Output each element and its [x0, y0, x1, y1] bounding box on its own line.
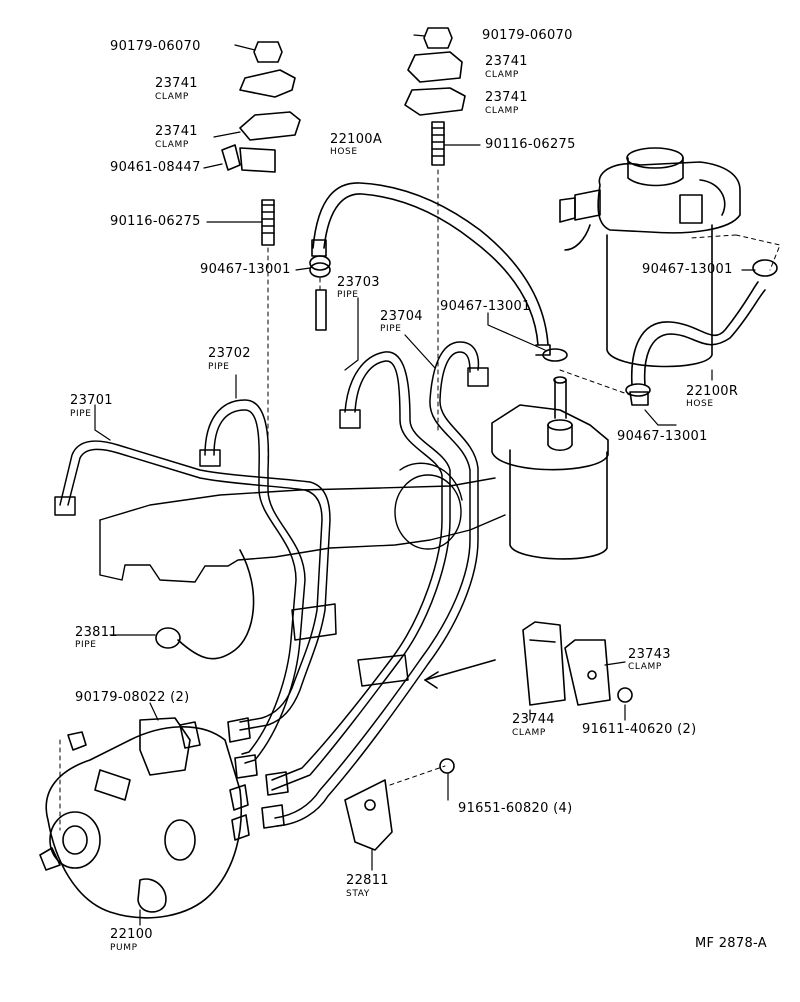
callout-clip-right-upper: 90467-13001: [642, 262, 733, 277]
callout-nut-pump: 90179-08022 (2): [75, 690, 190, 705]
callout-clamp-right-lower: 23741: [485, 90, 528, 105]
injection-pump: [39, 717, 250, 919]
diagram-code: MF 2878-A: [695, 936, 767, 951]
fuel-sedimenter: [491, 376, 609, 560]
callout-clamp-23744: 23744: [512, 712, 555, 727]
callout-screw-91611: 91611-40620 (2): [582, 722, 697, 737]
stay-bracket: [344, 758, 455, 851]
callout-stay-name: STAY: [346, 889, 370, 899]
callout-hose-r-name: HOSE: [686, 399, 714, 409]
pump-pipe-nuts: [227, 717, 289, 829]
pump-nut: [67, 731, 87, 751]
callout-clamp-23743-name: CLAMP: [628, 662, 662, 672]
callout-hose-r: 22100R: [686, 384, 739, 399]
top-left-fasteners: [221, 41, 331, 331]
callout-pipe-23811-name: PIPE: [75, 640, 97, 650]
callout-bolt-90461: 90461-08447: [110, 160, 201, 175]
hose-clips: [542, 259, 778, 406]
callout-nut-top-right: 90179-06070: [482, 28, 573, 43]
callout-stud-right: 90116-06275: [485, 137, 576, 152]
callout-clamp-left-lower-name: CLAMP: [155, 140, 189, 150]
callout-pipe-23704-name: PIPE: [380, 324, 402, 334]
callout-pipe-23701-name: PIPE: [70, 409, 92, 419]
callout-pipe-23702-name: PIPE: [208, 362, 230, 372]
callout-bolt-91651: 91651-60820 (4): [458, 801, 573, 816]
callout-clamp-right-upper-name: CLAMP: [485, 70, 519, 80]
callout-stud-left: 90116-06275: [110, 214, 201, 229]
callout-clamp-right-upper: 23741: [485, 54, 528, 69]
hose-22100r: [630, 281, 766, 386]
callout-hose-a-name: HOSE: [330, 147, 358, 157]
callout-clamp-23743: 23743: [628, 647, 671, 662]
callout-pipe-23811: 23811: [75, 625, 118, 640]
callout-clip-mid: 90467-13001: [440, 299, 531, 314]
callout-nut-top-left: 90179-06070: [110, 39, 201, 54]
callout-pipe-23701: 23701: [70, 393, 113, 408]
callout-clip-left: 90467-13001: [200, 262, 291, 277]
top-middle-fasteners: [404, 27, 466, 166]
hose-22100a: [311, 182, 551, 356]
clamp-assembly: [424, 621, 633, 706]
pipe-23811: [155, 549, 255, 660]
callout-pump: 22100: [110, 927, 153, 942]
callout-stay: 22811: [346, 873, 389, 888]
fuel-filter: [559, 147, 741, 368]
callout-clamp-left-upper-name: CLAMP: [155, 92, 189, 102]
callout-clamp-left-lower: 23741: [155, 124, 198, 139]
callout-pipe-23703: 23703: [337, 275, 380, 290]
callout-clamp-23744-name: CLAMP: [512, 728, 546, 738]
leader-lines: [94, 34, 756, 926]
dashed-lines: [59, 169, 781, 831]
callout-pipe-23704: 23704: [380, 309, 423, 324]
injection-pipes: [54, 341, 489, 827]
callout-clamp-right-lower-name: CLAMP: [485, 106, 519, 116]
callout-pipe-23702: 23702: [208, 346, 251, 361]
callout-pump-name: PUMP: [110, 943, 138, 953]
callout-pipe-23703-name: PIPE: [337, 290, 359, 300]
callout-clamp-left-upper: 23741: [155, 76, 198, 91]
callout-hose-a: 22100A: [330, 132, 383, 147]
callout-clip-right-lower: 90467-13001: [617, 429, 708, 444]
